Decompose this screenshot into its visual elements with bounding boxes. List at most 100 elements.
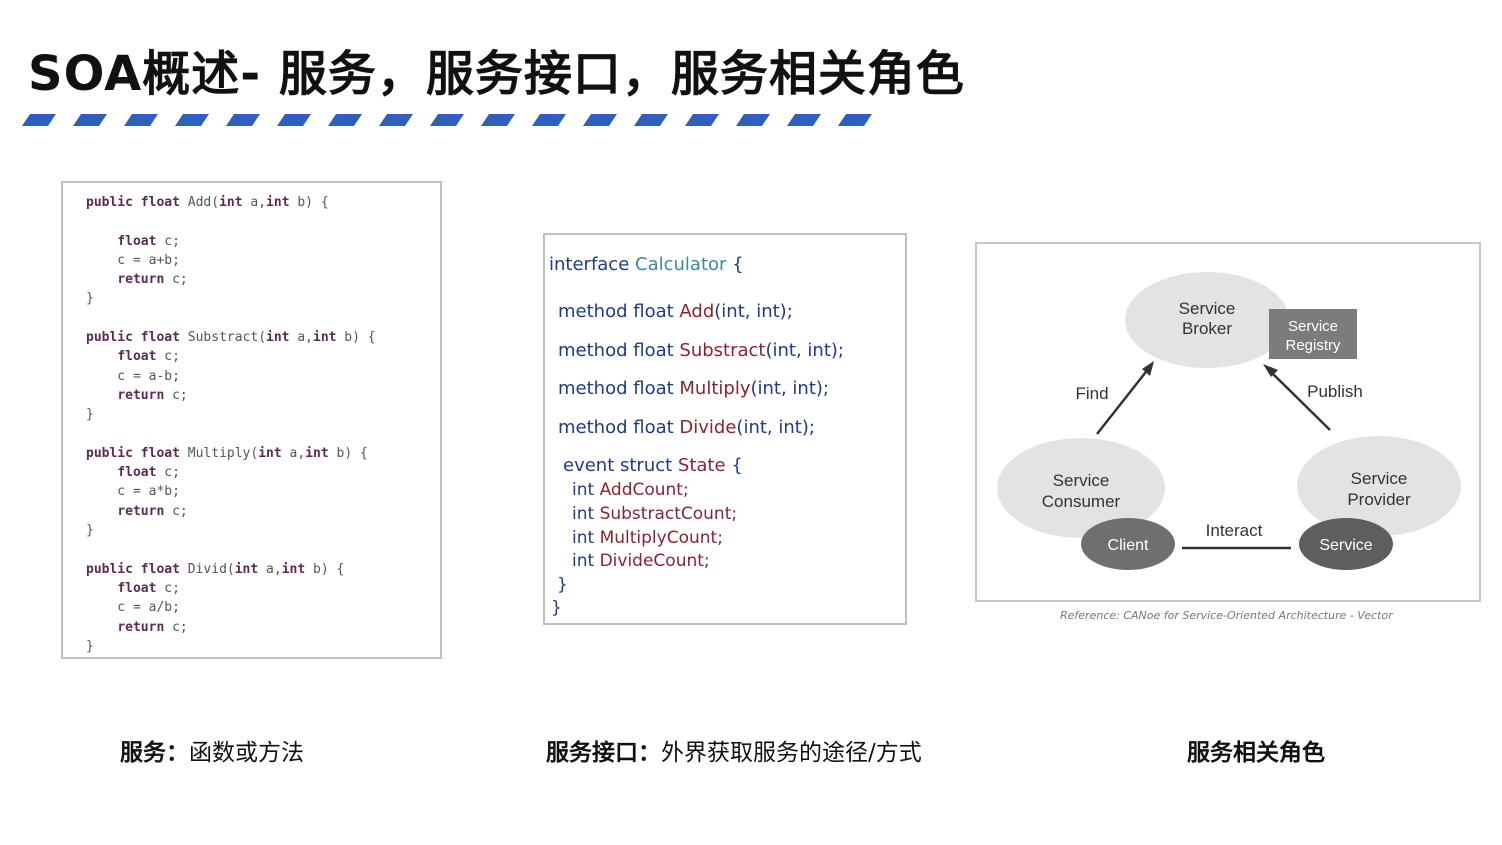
dash-segment (838, 114, 872, 126)
event-keyword: event struct (563, 455, 678, 476)
caption-service-text: 函数或方法 (189, 740, 304, 766)
code-line: } (86, 523, 94, 539)
broker-label-line1: Service (1179, 299, 1236, 318)
event-close-brace: } (557, 575, 568, 595)
reference-note: Reference: CANoe for Service-Oriented Ar… (1060, 609, 1393, 622)
dash-segment (736, 114, 770, 126)
service-roles-panel: Service Broker Service Registry Service … (975, 242, 1481, 602)
event-field: int SubstractCount; (572, 504, 737, 524)
interface-open-brace: { (732, 254, 744, 275)
field-type: int (572, 528, 600, 548)
event-open-brace: { (731, 455, 743, 476)
caption-interface: 服务接口：外界获取服务的途径/方式 (546, 733, 922, 767)
broker-label-line2: Broker (1182, 319, 1232, 338)
code-line: public float Add(int a,int b) { (86, 195, 329, 210)
caption-interface-text: 外界获取服务的途径/方式 (661, 740, 922, 766)
title-underline-dashes (22, 114, 872, 128)
registry-label-line2: Registry (1285, 337, 1341, 354)
field-type: int (572, 551, 600, 571)
method-prefix: method float (558, 417, 680, 438)
method-name: Add (679, 301, 715, 322)
field-name: DivideCount; (599, 551, 710, 571)
dash-segment (583, 114, 617, 126)
code-line: public float Multiply(int a,int b) { (86, 445, 368, 461)
method-line: method float Substract(int, int); (558, 340, 844, 361)
dash-segment (481, 114, 515, 126)
code-keyword: float (117, 349, 157, 365)
code-listing: public float Add(int a,int b) { float c;… (86, 193, 376, 656)
field-name: SubstractCount; (599, 504, 738, 524)
code-keyword: float (117, 580, 157, 596)
dash-segment (328, 114, 362, 126)
code-keyword: int (305, 445, 329, 461)
caption-service: 服务：函数或方法 (120, 733, 304, 767)
service-consumer-node (997, 438, 1165, 538)
code-line: float c; (117, 580, 180, 596)
code-line: return c; (117, 503, 188, 519)
publish-arrowhead (1263, 364, 1278, 377)
provider-label-line2: Provider (1347, 490, 1411, 509)
code-keyword: return (117, 272, 165, 288)
code-keyword: float (140, 445, 180, 461)
code-keyword: float (140, 195, 180, 210)
event-header: event struct State { (563, 455, 743, 476)
event-name: State (677, 455, 726, 476)
field-type: int (572, 480, 600, 500)
code-keyword: public (86, 195, 133, 210)
service-provider-node (1297, 436, 1461, 536)
publish-label: Publish (1307, 382, 1363, 401)
registry-label-line1: Service (1288, 318, 1338, 335)
service-registry-node (1269, 309, 1357, 359)
code-line: c = a/b; (86, 600, 180, 616)
field-name: AddCount; (599, 480, 689, 500)
dash-segment (22, 114, 56, 126)
method-name: Divide (679, 417, 737, 438)
dash-svg (22, 114, 872, 126)
code-keyword: int (281, 561, 306, 577)
code-keyword: return (117, 387, 165, 403)
method-prefix: method float (558, 340, 680, 361)
consumer-label-line1: Service (1053, 471, 1110, 490)
code-line (86, 212, 376, 231)
interact-label: Interact (1206, 521, 1263, 540)
caption-roles-text: 服务相关角色 (1187, 740, 1325, 766)
code-line: float c; (117, 349, 180, 365)
find-label: Find (1075, 384, 1108, 403)
method-line: method float Multiply(int, int); (558, 378, 829, 399)
code-line: c = a+b; (86, 252, 180, 268)
code-line: } (86, 407, 94, 423)
dash-segment (787, 114, 821, 126)
code-keyword: int (313, 330, 337, 346)
code-line: public float Divid(int a,int b) { (86, 561, 345, 577)
code-keyword: public (86, 330, 133, 346)
code-keyword: public (86, 445, 133, 461)
method-args: (int, int); (714, 301, 793, 322)
dash-segment (226, 114, 260, 126)
method-prefix: method float (558, 378, 680, 399)
event-field: int AddCount; (572, 480, 689, 500)
dash-segment (634, 114, 668, 126)
method-args: (int, int); (736, 417, 815, 438)
find-arrow (1096, 367, 1150, 435)
code-keyword: return (117, 503, 165, 519)
method-line: method float Divide(int, int); (558, 417, 815, 438)
method-args: (int, int); (750, 378, 829, 399)
client-label: Client (1108, 537, 1149, 554)
provider-label-line1: Service (1351, 469, 1408, 488)
find-arrowhead (1142, 361, 1154, 376)
code-line: return c; (117, 272, 188, 288)
code-line: c = a-b; (86, 368, 180, 384)
code-line (86, 309, 376, 328)
method-args: (int, int); (765, 340, 845, 361)
code-line (86, 540, 376, 559)
caption-interface-lead: 服务接口： (546, 740, 661, 766)
field-type: int (572, 504, 600, 524)
event-field: int DivideCount; (572, 551, 710, 571)
dash-segment (124, 114, 158, 126)
code-line: } (86, 638, 94, 654)
caption-roles: 服务相关角色 (1187, 733, 1325, 767)
interface-name: Calculator (635, 254, 727, 275)
dash-segment (73, 114, 107, 126)
consumer-label-line2: Consumer (1042, 492, 1121, 511)
service-node (1299, 518, 1393, 570)
